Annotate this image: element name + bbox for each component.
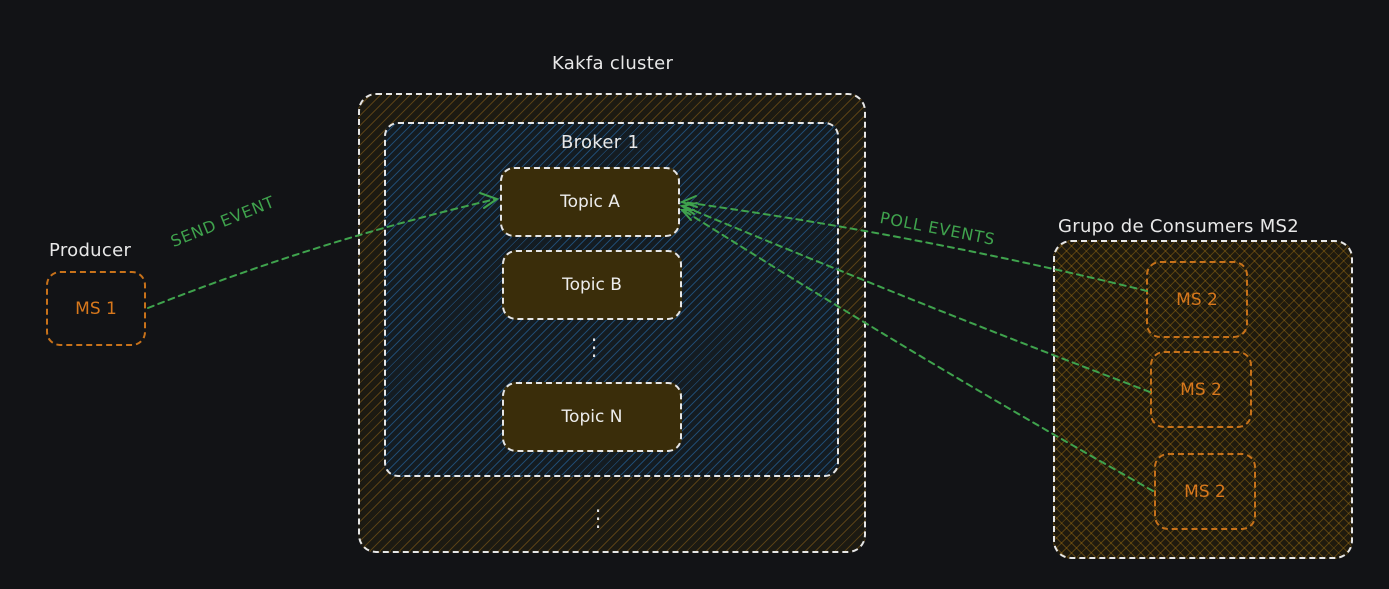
- producer-title: Producer: [49, 240, 132, 261]
- consumer-group-title: Grupo de Consumers MS2: [1058, 216, 1300, 237]
- topic-a-box: Topic A: [500, 167, 680, 237]
- topic-n-box: Topic N: [502, 382, 682, 452]
- cluster-title: Kakfa cluster: [552, 53, 674, 74]
- send-event-label: SEND EVENT: [167, 191, 278, 251]
- consumer-service-box: MS 2: [1150, 351, 1252, 428]
- broker-title: Broker 1: [561, 132, 640, 153]
- topic-b-box: Topic B: [502, 250, 682, 320]
- more-brokers-ellipsis: ···: [594, 499, 602, 539]
- producer-service-box: MS 1: [46, 271, 146, 346]
- consumer-service-box: MS 2: [1154, 453, 1256, 530]
- more-topics-ellipsis: ···: [590, 328, 598, 368]
- consumer-service-box: MS 2: [1146, 261, 1248, 338]
- poll-events-label: POLL EVENTS: [878, 208, 997, 249]
